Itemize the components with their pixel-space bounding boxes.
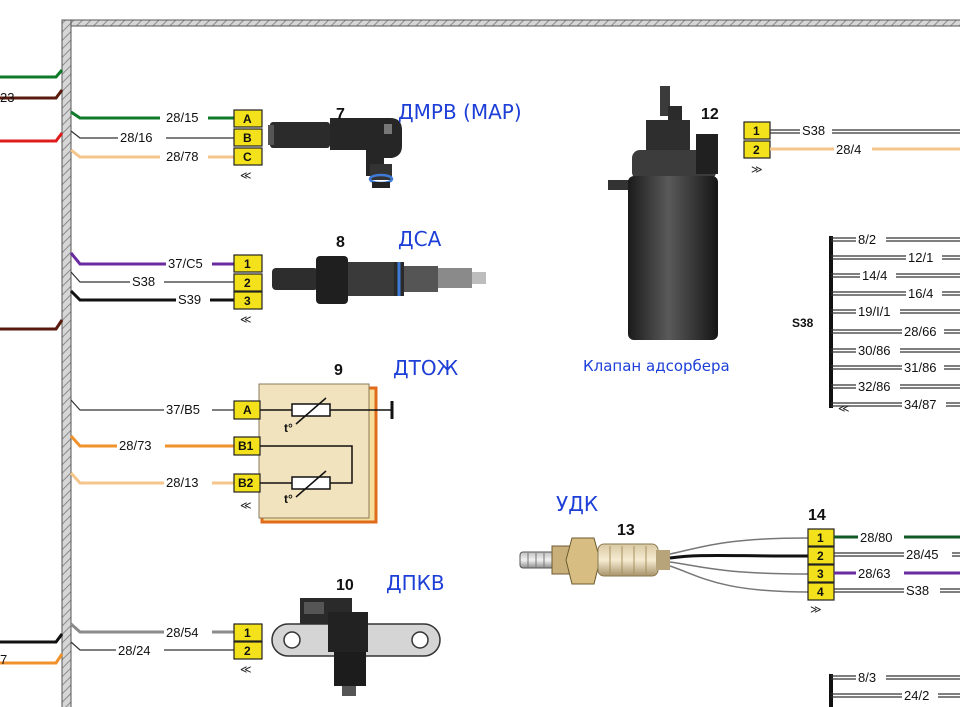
- wire-label-28-15: 28/15: [166, 110, 199, 125]
- connector-arrow-9: ≪: [240, 500, 252, 512]
- splice-label-s38: S38: [792, 316, 814, 330]
- component-name-13: УДК: [556, 492, 598, 516]
- connector-7: A B C ≪: [233, 109, 263, 182]
- wire-label-28-63: 28/63: [858, 566, 891, 581]
- splice-arrow: ≪: [838, 403, 850, 415]
- pin-7-b: B: [243, 131, 252, 145]
- wire-label-28-24: 28/24: [118, 643, 151, 658]
- pin-14-1: 1: [817, 531, 824, 545]
- component-12-purge-valve: 12 Клапан адсорбера 1 2 ≫ S38 28/4: [583, 86, 960, 375]
- pin-7-a: A: [243, 112, 252, 126]
- left-edge-label-7: 7: [0, 652, 7, 667]
- wire-label-s38-c8: S38: [132, 274, 155, 289]
- component-10-crankshaft-sensor: 28/54 28/24 1 2 ≪ 10 ДПКВ: [70, 571, 445, 696]
- component-7-map-sensor: 28/15 28/16 28/78 A B C ≪ 7 ДМРВ (MAP): [70, 100, 522, 188]
- connector-arrow-8: ≪: [240, 314, 252, 326]
- temp-symbol-2: t°: [284, 492, 293, 506]
- component-14-connector: 14 1 2 3 4 ≫ 28/80 28/45 28/63 S38: [807, 507, 960, 616]
- pin-8-1: 1: [244, 257, 251, 271]
- bottom-right-bus: 8/3 24/2: [829, 670, 960, 707]
- splice-wire-label-30-86: 30/86: [858, 343, 891, 358]
- speed-sensor-body: [272, 256, 486, 304]
- wire-label-28-16: 28/16: [120, 130, 153, 145]
- wire-label-28-80: 28/80: [860, 530, 893, 545]
- pin-14-2: 2: [817, 549, 824, 563]
- pin-12-1: 1: [753, 124, 760, 138]
- oxygen-sensor-leads: [669, 537, 809, 593]
- component-number-9: 9: [334, 362, 343, 379]
- component-number-8: 8: [336, 234, 345, 251]
- purge-valve-body: [608, 86, 718, 340]
- splice-wire-label-19-i-1: 19/I/1: [858, 304, 891, 319]
- wire-label-28-73: 28/73: [119, 438, 152, 453]
- wire-label-28-4: 28/4: [836, 142, 861, 157]
- component-name-9: ДТОЖ: [393, 356, 459, 380]
- component-name-8: ДСА: [398, 227, 442, 251]
- splice-wire-label-34-87: 34/87: [904, 397, 937, 412]
- left-edge-wires: 23 7: [0, 69, 64, 667]
- component-9-coolant-temp-sensor: 37/B5 28/73 28/13 A B1 B2 ≪ t°: [69, 356, 459, 524]
- wire-label-37-b5: 37/B5: [166, 402, 200, 417]
- splice-wire-label-14-4: 14/4: [862, 268, 887, 283]
- component-name-7: ДМРВ (MAP): [398, 100, 522, 124]
- wire-label-s38-c14: S38: [906, 583, 929, 598]
- pin-8-2: 2: [244, 276, 251, 290]
- component-name-10: ДПКВ: [386, 571, 445, 595]
- connector-9: A B1 B2 ≪: [233, 400, 261, 512]
- map-sensor-body: [268, 118, 402, 188]
- splice-wire-label-8-2: 8/2: [858, 232, 876, 247]
- component-number-12: 12: [701, 106, 719, 123]
- component-number-14: 14: [808, 507, 826, 524]
- splice-wire-label-16-4: 16/4: [908, 286, 933, 301]
- wire-label-28-13: 28/13: [166, 475, 199, 490]
- connector-12: 1 2 ≫: [743, 121, 771, 176]
- component-number-10: 10: [336, 577, 354, 594]
- splice-wire-label-28-66: 28/66: [904, 324, 937, 339]
- pin-14-4: 4: [817, 585, 824, 599]
- oxygen-sensor-body: [519, 537, 670, 585]
- wire-label-28-54: 28/54: [166, 625, 199, 640]
- left-edge-label-23: 23: [0, 90, 14, 105]
- pin-10-1: 1: [244, 626, 251, 640]
- crankshaft-sensor-body: [271, 598, 441, 696]
- wire-label-37-c5: 37/C5: [168, 256, 203, 271]
- wire-label-s38-c12: S38: [802, 123, 825, 138]
- splice-wire-label-12-1: 12/1: [908, 250, 933, 265]
- pin-9-b2: B2: [238, 476, 254, 490]
- connector-14: 1 2 3 4 ≫: [807, 528, 835, 616]
- pin-7-c: C: [243, 150, 252, 164]
- splice-wire-label-32-86: 32/86: [858, 379, 891, 394]
- splice-wire-label-31-86: 31/86: [904, 360, 937, 375]
- bottom-wire-label-8-3: 8/3: [858, 670, 876, 685]
- diagram-frame: [61, 19, 960, 707]
- pin-9-b1: B1: [238, 439, 254, 453]
- component-name-12: Клапан адсорбера: [583, 357, 730, 375]
- component-8-speed-sensor: 37/C5 S38 S39 1 2 3 ≪ 8 ДСА: [69, 227, 486, 326]
- component-number-7: 7: [336, 106, 345, 123]
- connector-10: 1 2 ≪: [233, 623, 263, 676]
- bottom-wire-label-24-2: 24/2: [904, 688, 929, 703]
- component-number-13: 13: [617, 522, 635, 539]
- connector-arrow-12: ≫: [751, 164, 763, 176]
- connector-arrow-7: ≪: [240, 170, 252, 182]
- component-13-oxygen-sensor: УДК 13: [519, 492, 809, 593]
- connector-arrow-14: ≫: [810, 604, 822, 616]
- thermistor-symbols: t° t°: [260, 397, 394, 506]
- wire-label-s39: S39: [178, 292, 201, 307]
- temp-symbol-1: t°: [284, 421, 293, 435]
- wire-label-28-45: 28/45: [906, 547, 939, 562]
- pin-14-3: 3: [817, 567, 824, 581]
- connector-arrow-10: ≪: [240, 664, 252, 676]
- pin-9-a: A: [243, 403, 252, 417]
- splice-s38: S38 ≪: [792, 232, 960, 415]
- connector-8: 1 2 3 ≪: [233, 254, 263, 326]
- wire-label-28-78: 28/78: [166, 149, 199, 164]
- pin-8-3: 3: [244, 294, 251, 308]
- pin-10-2: 2: [244, 644, 251, 658]
- pin-12-2: 2: [753, 143, 760, 157]
